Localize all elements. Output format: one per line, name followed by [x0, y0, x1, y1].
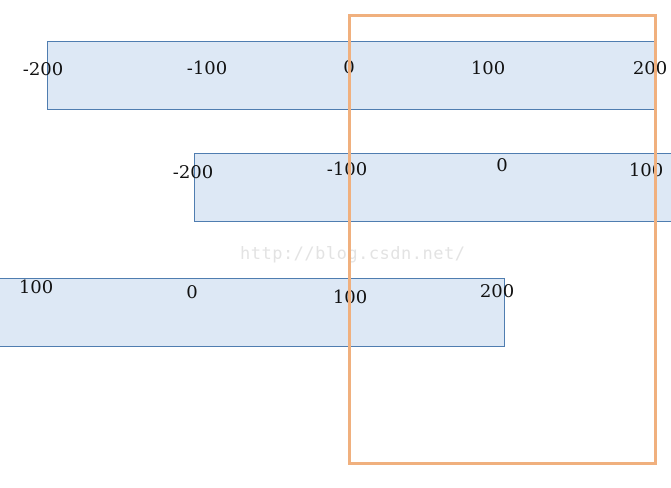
watermark: http://blog.csdn.net/ [240, 244, 466, 264]
strip-1-tick-4: 100 [470, 58, 506, 79]
strip-3-tick-3: 100 [332, 287, 368, 308]
strip-2-tick-2: -100 [326, 159, 368, 180]
ruler-strip-2 [194, 153, 671, 222]
strip-2-tick-3: 0 [496, 155, 508, 176]
ruler-strip-1 [47, 41, 656, 110]
strip-1-tick-3: 0 [343, 57, 355, 78]
strip-3-tick-4: 200 [479, 281, 515, 302]
strip-3-tick-2: 0 [186, 282, 198, 303]
strip-1-tick-5: 200 [632, 58, 668, 79]
strip-1-tick-1: -200 [22, 59, 64, 80]
strip-3-tick-1: 100 [18, 277, 54, 298]
strip-1-tick-2: -100 [186, 58, 228, 79]
strip-2-tick-4: 100 [628, 160, 664, 181]
strip-2-tick-1: -200 [172, 162, 214, 183]
ruler-strip-3 [0, 278, 505, 347]
